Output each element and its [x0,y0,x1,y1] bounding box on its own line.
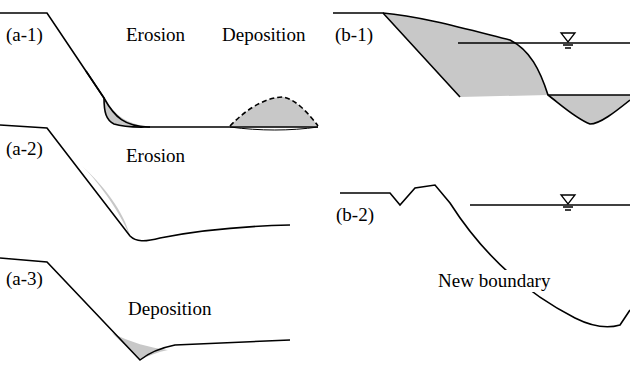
deposition-area [112,333,168,360]
process-label: Deposition [220,24,307,46]
new-surface [383,13,630,95]
eroded-surface [86,71,150,127]
panel-label: (a-3) [4,268,45,290]
water-level [458,42,630,44]
deposition-area [383,13,548,97]
panel-label: (a-1) [4,24,45,46]
ground-profile [0,258,290,360]
erosion-area [86,71,148,127]
erosion-area [548,95,630,124]
water-level [470,204,630,206]
water-level-symbol [561,33,575,42]
deposit-surface [230,97,318,126]
panel-label: (b-1) [333,24,375,46]
ground-profile [230,127,318,130]
water-level-symbol [561,195,575,204]
new-surface [548,95,630,124]
new-boundary-line [340,185,630,327]
water-level-symbol [563,45,573,48]
panel-label: (b-2) [334,204,376,226]
ground-profile [333,13,460,97]
process-label: Deposition [126,298,213,320]
water-level-symbol [563,207,573,210]
ground-profile [0,125,290,241]
ground-profile [0,13,318,127]
boundary-label: New boundary [436,270,552,292]
deposition-area [230,97,318,128]
process-label: Erosion [124,145,187,167]
panel-label: (a-2) [4,138,45,160]
process-label: Erosion [124,24,187,46]
